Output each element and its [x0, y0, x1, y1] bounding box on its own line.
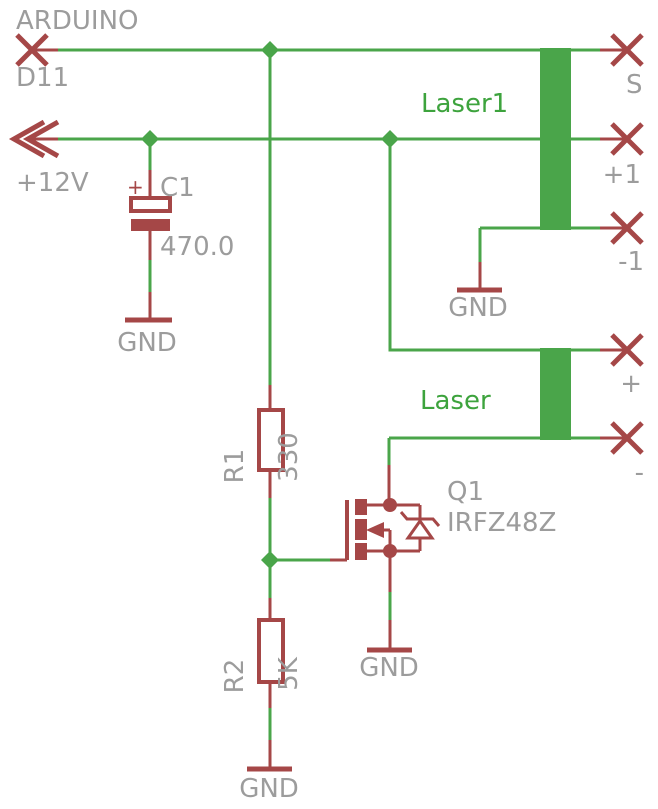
pin-plus1-label: +1: [603, 160, 641, 190]
wire-laser-plus-feed[interactable]: [388, 139, 600, 352]
q1-drain-junction-dot: [383, 498, 397, 512]
pin-d11-label: D11: [16, 63, 69, 93]
gnd-label: GND: [359, 653, 419, 683]
pin-laser-plus[interactable]: +: [600, 333, 644, 399]
net-d11-gate-divider[interactable]: [56, 41, 600, 385]
q1-body-arrow-icon: [366, 522, 384, 538]
resistor-r2[interactable]: R2 5K: [220, 598, 304, 708]
gnd-under-c1[interactable]: GND: [117, 292, 177, 358]
capacitor-c1[interactable]: + C1 470.0: [127, 170, 234, 262]
x-pin-mark[interactable]: [610, 211, 644, 245]
q1-channel-bar-body: [355, 519, 367, 540]
c1-bottom-plate: [131, 219, 170, 231]
x-pin-mark[interactable]: [610, 33, 644, 67]
net-short-segments[interactable]: [148, 260, 392, 740]
x-pin-mark[interactable]: [610, 333, 644, 367]
q1-channel-bar-drain: [355, 499, 367, 515]
supply-12v[interactable]: +12V: [8, 119, 89, 198]
q1-value: IRFZ48Z: [447, 508, 556, 538]
pin-minus1-label: -1: [618, 247, 644, 277]
connector-laser[interactable]: Laser + -: [420, 333, 644, 488]
q1-channel-bar-source: [355, 543, 367, 560]
laser1-name: Laser1: [421, 89, 508, 119]
pin-laser1-plus1[interactable]: +1: [600, 122, 644, 190]
pin-laser1-s[interactable]: S: [600, 33, 644, 100]
gnd-under-q1[interactable]: GND: [359, 620, 419, 683]
x-pin-mark[interactable]: [610, 421, 644, 455]
gnd-label: GND: [448, 293, 508, 323]
pin-laser-minus[interactable]: -: [600, 421, 644, 488]
pin-minus-label: -: [635, 458, 644, 488]
supply-12v-label: +12V: [16, 168, 89, 198]
laser-body-bar[interactable]: [540, 348, 571, 440]
connector-laser1[interactable]: Laser1 S +1 -1: [421, 33, 644, 277]
net-gate[interactable]: [261, 498, 330, 598]
junction-dot: [261, 41, 279, 59]
q1-body-diode-icon: [399, 505, 441, 551]
r2-name: R2: [220, 659, 250, 694]
laser1-body-bar[interactable]: [540, 48, 571, 230]
gnd-label: GND: [117, 328, 177, 358]
gnd-under-minus1[interactable]: GND: [448, 262, 508, 323]
junction-dot: [261, 551, 279, 569]
net-laser-minus[interactable]: [387, 436, 600, 465]
x-pin-mark[interactable]: [15, 33, 49, 67]
net-minus1[interactable]: [478, 226, 600, 262]
c1-name: C1: [160, 173, 195, 203]
mosfet-q1[interactable]: Q1 IRFZ48Z: [330, 465, 556, 592]
pin-plus-label: +: [620, 369, 642, 399]
r1-value: 330: [274, 432, 304, 482]
r1-name: R1: [220, 449, 250, 484]
pin-arduino-d11[interactable]: ARDUINO D11: [15, 6, 138, 93]
pin-s-label: S: [626, 70, 643, 100]
junction-dot: [381, 130, 399, 148]
c1-value: 470.0: [160, 232, 234, 262]
c1-top-plate: [129, 196, 172, 213]
gnd-label: GND: [239, 774, 299, 804]
q1-name: Q1: [447, 477, 484, 507]
arduino-title: ARDUINO: [16, 6, 138, 36]
junction-dot: [141, 130, 159, 148]
x-pin-mark[interactable]: [610, 122, 644, 156]
laser-name: Laser: [420, 386, 491, 416]
pin-laser1-minus1[interactable]: -1: [600, 211, 644, 277]
resistor-r1[interactable]: R1 330: [220, 385, 304, 498]
gnd-under-r2[interactable]: GND: [239, 740, 299, 804]
r2-value: 5K: [274, 656, 304, 691]
c1-polarity-plus: +: [127, 175, 144, 199]
net-12v[interactable]: [58, 130, 600, 352]
